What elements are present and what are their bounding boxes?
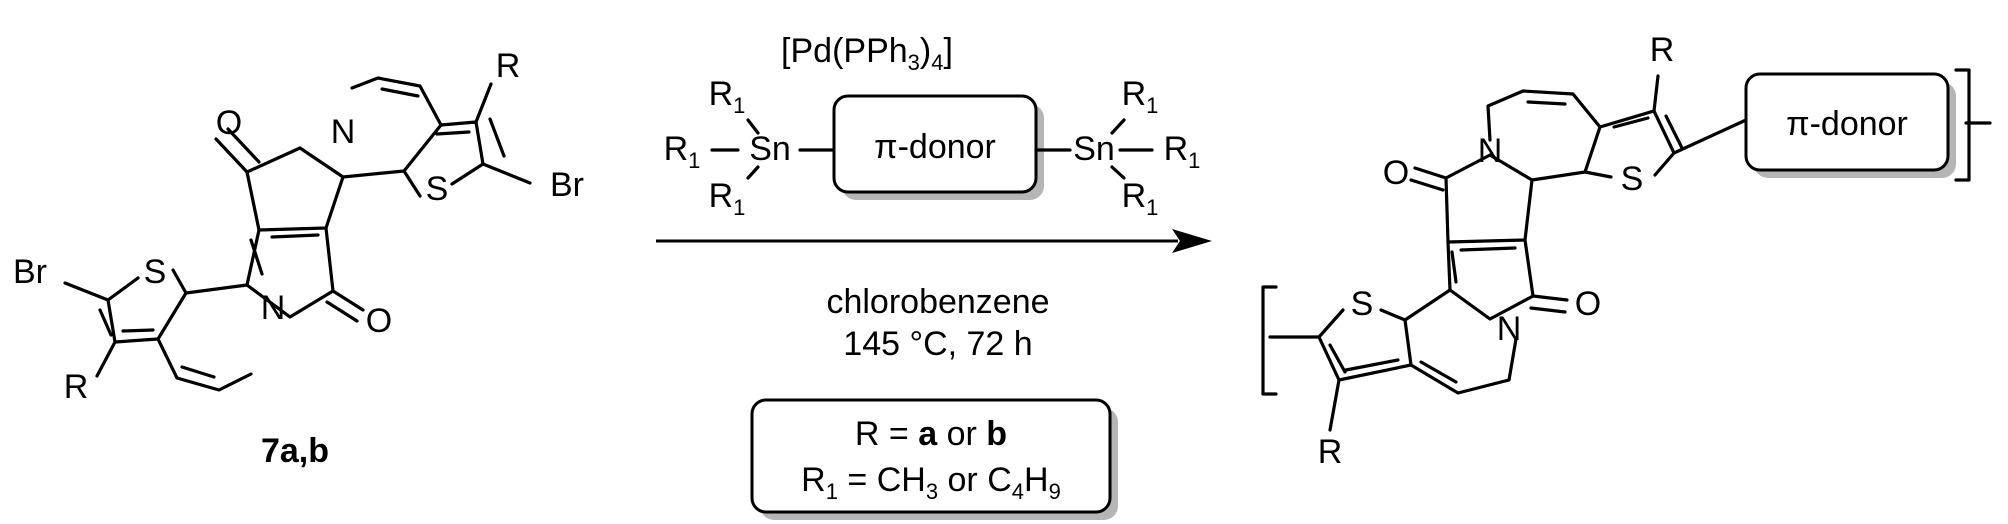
reactant-s-top: S [426,170,449,208]
legend-line-r: R = a or b [855,415,1007,453]
reactant-bonds [63,76,532,392]
reactant-n-bottom: N [261,289,286,327]
left-stannyl-group: R1 R1 Sn R1 [664,75,836,220]
reactant-o-top: O [216,104,242,142]
product-n-top: N [1478,132,1503,170]
right-stannyl-group: Sn R1 R1 R1 [1034,75,1201,220]
reactant-r-bottom: R [64,368,89,406]
product-r-top: R [1650,31,1675,69]
product-r-bottom: R [1318,433,1343,471]
donor-box-product [1744,72,1950,172]
reactant-br-bottom: Br [13,253,47,291]
reactant-br-top: Br [550,166,584,204]
svg-text:R1: R1 [1122,177,1159,220]
legend-line-r1: R1 = CH3 or C4H9 [801,461,1061,504]
product-bonds [1261,68,1992,432]
reaction-conditions: [Pd(PPh3)4] R1 R1 Sn R1 π-donor Sn R1 R1… [656,32,1212,520]
product-structure: π-donor R N S O N O S R [1261,31,1992,471]
svg-text:R1: R1 [1122,75,1159,118]
donor-box-reagent [832,94,1038,194]
donor-label-product: π-donor [1786,105,1908,143]
temperature-time-label: 145 °C, 72 h [843,325,1032,363]
catalyst-label: [Pd(PPh3)4] [781,32,953,75]
product-s-bottom: S [1351,285,1374,323]
reactant-s-bottom: S [144,253,167,291]
svg-text:R1: R1 [709,75,746,118]
product-o-bottom: O [1575,285,1601,323]
reactant-o-bottom: O [366,302,392,340]
reactant-structure: O N S Br R N O S Br R 7a,b [13,47,584,470]
donor-label-reagent: π-donor [874,128,996,166]
product-n-bottom: N [1497,310,1522,348]
compound-label: 7a,b [261,432,329,470]
svg-text:R1: R1 [709,177,746,220]
svg-text:R1: R1 [1164,130,1201,173]
reactant-n-top: N [331,113,356,151]
tin-left: Sn [749,130,791,168]
substituent-legend-box [750,398,1112,514]
arrow-head [1172,229,1212,253]
reactant-r-top: R [496,47,521,85]
product-s-top: S [1621,160,1644,198]
product-o-top: O [1383,154,1409,192]
solvent-label: chlorobenzene [826,283,1049,321]
tin-right: Sn [1073,130,1115,168]
svg-text:R1: R1 [664,130,701,173]
